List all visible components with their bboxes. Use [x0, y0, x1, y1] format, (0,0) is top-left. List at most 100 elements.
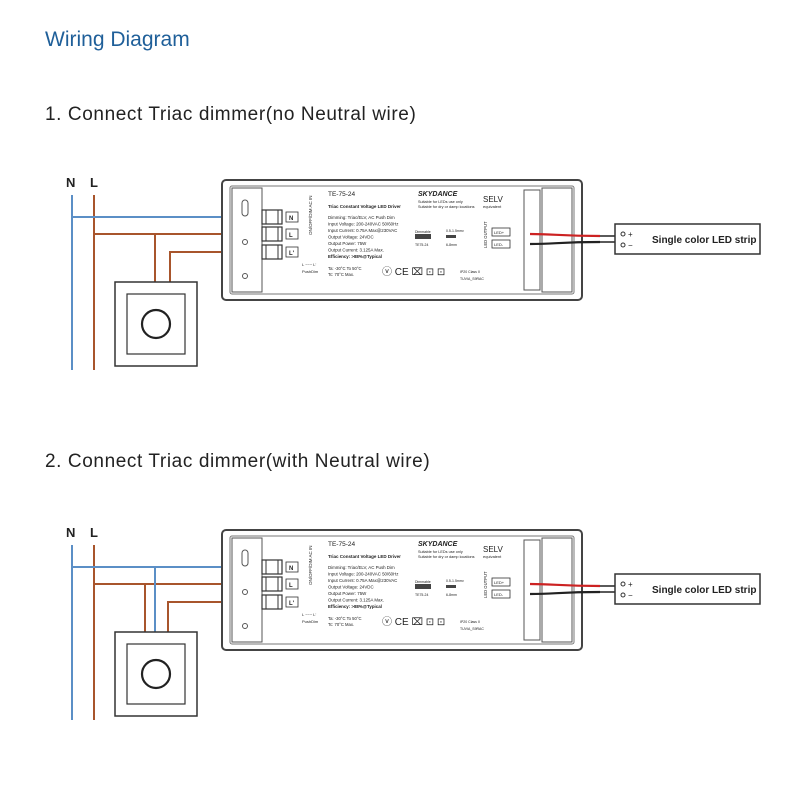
terminal-screw-box [261, 576, 283, 592]
driver-left-screw [242, 273, 248, 279]
terminal-screw-box [261, 594, 283, 610]
dimmable-badge [415, 234, 431, 239]
driver-spec-line: Output Voltage: 24VDC [328, 585, 374, 590]
driver-spec-line: Dimming: Triac/ELV, AC Push Dim [328, 215, 395, 220]
driver-spec-line: Output Power: 75W [328, 241, 367, 246]
output-terminal-box [491, 577, 511, 587]
wire-note: 0.5-1.5mm² [446, 229, 465, 233]
output-terminal-label: LED+ [494, 580, 505, 585]
input-side-label: ON/OFF/DIM AC IN [308, 195, 313, 235]
driver-spec-line: Input Current: 0.75A Max@230VAC [328, 228, 397, 233]
terminal-screw-box [261, 244, 283, 260]
driver-left-screw [242, 239, 248, 245]
driver-subtitle: Triac Constant Voltage LED Driver [328, 554, 401, 559]
terminal-screw-box [261, 559, 283, 575]
driver-model: TE-75-24 [328, 541, 355, 548]
driver-inner-frame [229, 185, 575, 295]
output-positive-wire [529, 232, 601, 238]
wire-note: 0.5-1.5mm² [446, 579, 465, 583]
output-terminal-box [491, 227, 511, 237]
terminal-label: N [289, 566, 293, 572]
terminal-label: L' [289, 601, 295, 607]
output-terminal-label: LED+ [494, 230, 505, 235]
dimmable-badge-sub: TE75-24 [415, 593, 428, 597]
driver-body [221, 529, 583, 651]
led-minus-terminal [620, 592, 626, 598]
driver-selv-sub: equivalent [483, 554, 502, 559]
driver-temp-line: Ta: -30°C To 50°C [328, 616, 362, 621]
output-negative-wire [529, 240, 601, 246]
terminal-screw-box [261, 209, 283, 225]
approval-code: TUVIA_S9RAC [460, 627, 484, 631]
page-title: Wiring Diagram [45, 28, 190, 51]
driver-selv: SELV [483, 545, 504, 554]
driver-subtitle: Triac Constant Voltage LED Driver [328, 204, 401, 209]
pushdim-sub-label: L ~~~ L' [302, 262, 317, 267]
terminal-label: L [289, 233, 293, 239]
driver-brand: SKYDANCE [418, 541, 458, 548]
neutral-label: N [66, 525, 75, 540]
driver-spec-line: Output Voltage: 24VDC [328, 235, 374, 240]
ip-rating: IP20 Class II [460, 270, 480, 274]
terminal-label: N [289, 216, 293, 222]
driver-output-block [523, 189, 541, 291]
section-1-title: 1. Connect Triac dimmer(no Neutral wire) [45, 104, 417, 125]
driver-output-block [523, 539, 541, 641]
live-label: L [90, 175, 98, 190]
approval-code: TUVIA_S9RAC [460, 277, 484, 281]
neutral-label: N [66, 175, 75, 190]
output-terminal-box [491, 589, 511, 599]
driver-spec-line: Output Current: 3.125A Max. [328, 598, 384, 603]
output-terminal-label: LED- [494, 592, 504, 597]
led-plus-terminal [620, 231, 626, 237]
section-2-title: 2. Connect Triac dimmer(with Neutral wir… [45, 451, 431, 472]
terminal-label: L' [289, 251, 295, 257]
driver-spec-line: Input Current: 0.75A Max@230VAC [328, 578, 397, 583]
driver-brand-note-2: Suitable for dry or damp locations [418, 205, 475, 209]
driver-selv: SELV [483, 195, 504, 204]
driver-temp-line: Ta: -30°C To 50°C [328, 266, 362, 271]
pushdim-sub-label: L ~~~ L' [302, 612, 317, 617]
led-plus-terminal [620, 581, 626, 587]
dimmable-badge-label: Dimmable [415, 580, 431, 584]
terminal-screw-box [261, 226, 283, 242]
output-terminal-box [491, 239, 511, 249]
driver-brand-note-2: Suitable for dry or damp locations [418, 555, 475, 559]
led-plus-label: + [628, 230, 633, 239]
led-strip-box [614, 573, 761, 605]
led-minus-terminal [620, 242, 626, 248]
led-strip-label: Single color LED strip [652, 235, 756, 246]
driver-temp-line: Tc: 70°C Max. [328, 272, 354, 277]
dimmable-badge-sub: TE75-24 [415, 243, 428, 247]
dimmable-badge-label: Dimmable [415, 230, 431, 234]
driver-inner-frame [229, 535, 575, 645]
dimmable-badge [415, 584, 431, 589]
pushdim-label: PushDim [302, 619, 319, 624]
driver-spec-line: Efficiency: >88%@Typical [328, 604, 382, 609]
wire-strip-mark [446, 235, 456, 238]
dimmer-knob [140, 658, 172, 690]
live-label: L [90, 525, 98, 540]
terminal-tag [285, 246, 299, 258]
driver-right-cap [541, 537, 573, 643]
driver-spec-line: Output Current: 3.125A Max. [328, 248, 384, 253]
terminal-tag [285, 228, 299, 240]
output-terminal-label: LED- [494, 242, 504, 247]
driver-spec-line: Output Power: 75W [328, 591, 367, 596]
driver-model: TE-75-24 [328, 191, 355, 198]
driver-selv-sub: equivalent [483, 204, 502, 209]
input-side-label: ON/OFF/DIM AC IN [308, 545, 313, 585]
driver-spec-line: Dimming: Triac/ELV, AC Push Dim [328, 565, 395, 570]
terminal-tag [285, 561, 299, 573]
led-strip-label: Single color LED strip [652, 585, 756, 596]
terminal-tag [285, 596, 299, 608]
driver-right-cap [541, 187, 573, 293]
driver-spec-line: Efficiency: >88%@Typical [328, 254, 382, 259]
driver-left-screw [242, 589, 248, 595]
led-minus-label: − [628, 591, 633, 600]
driver-brand-note-1: Suitable for LEDs use only [418, 550, 463, 554]
led-plus-label: + [628, 580, 633, 589]
driver-brand: SKYDANCE [418, 191, 458, 198]
driver-left-slot [241, 549, 249, 567]
wire-strip-mark [446, 585, 456, 588]
